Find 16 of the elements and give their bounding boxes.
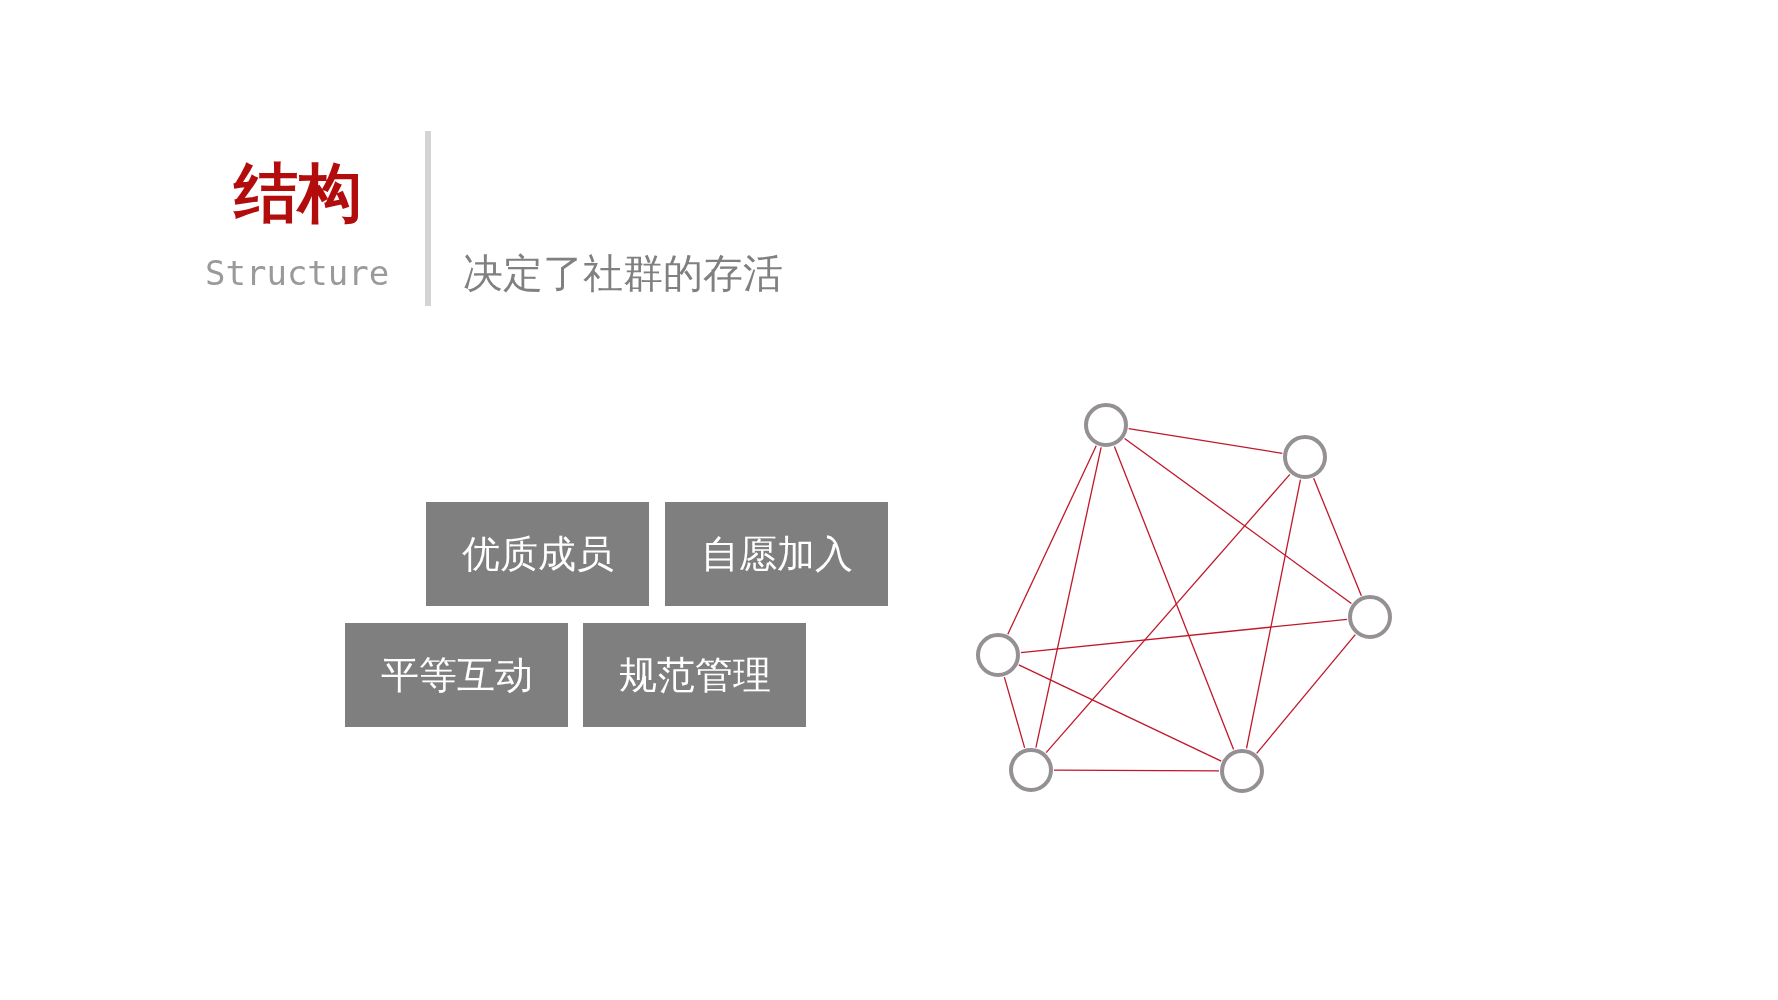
connector-line [1053,769,1220,772]
label-box: 自愿加入 [665,502,888,606]
tagline: 决定了社群的存活 [463,254,783,294]
connector-line [1245,478,1302,750]
connector-line [1007,445,1097,635]
label-box: 规范管理 [583,623,806,727]
connector-line [1035,446,1102,749]
connector-line [1113,445,1235,751]
label-box: 优质成员 [426,502,649,606]
subtitle: Structure [205,256,390,290]
title: 结构 [234,162,362,226]
connector-line [1020,618,1348,654]
connector-line [1128,428,1283,454]
connector-line [1313,477,1362,597]
connector-line [1003,676,1026,749]
label-box: 平等互动 [345,623,568,727]
